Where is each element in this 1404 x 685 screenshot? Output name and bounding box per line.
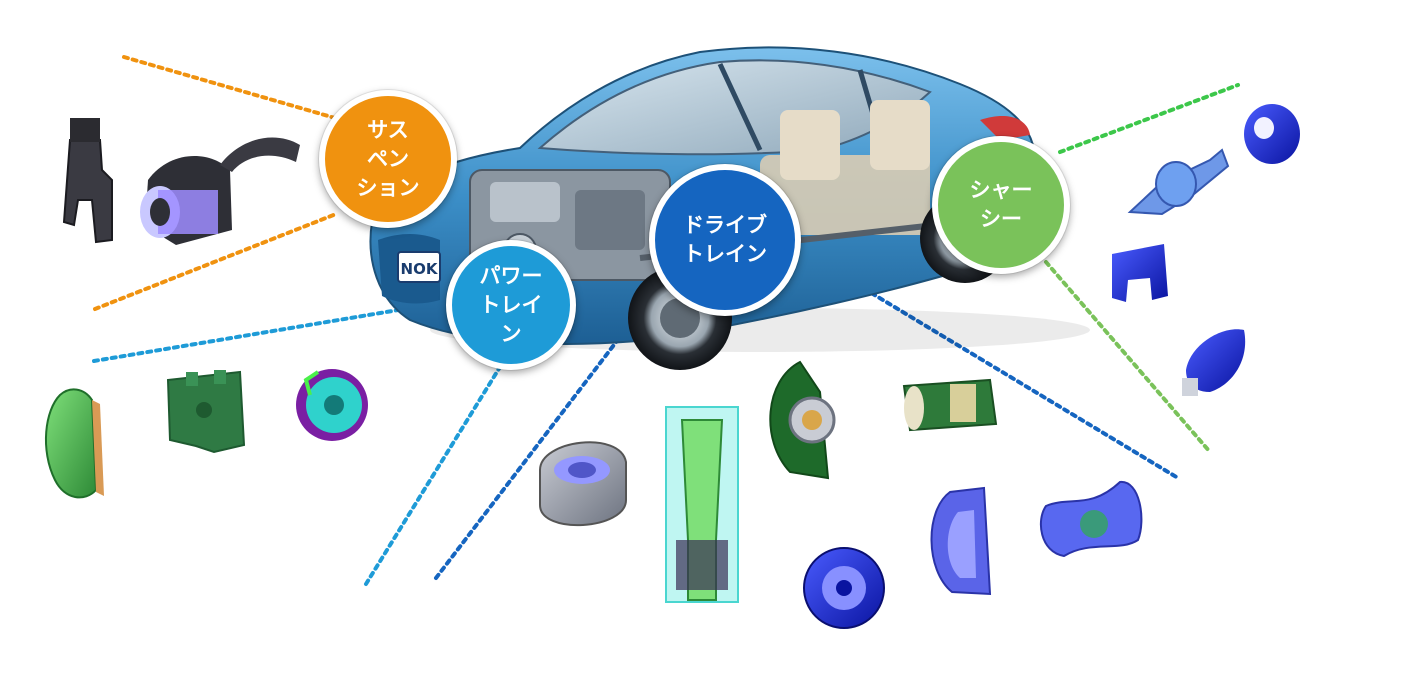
seal-part-icon [62,118,113,244]
bushing-part-icon [140,156,232,245]
bushing-part-icon [1112,244,1168,302]
mount-part-icon [769,360,836,480]
bushing-part-icon [665,406,739,603]
bushing-part-icon [166,370,246,454]
badge-suspension[interactable]: サス ペン ション [319,90,457,228]
nok-logo: NOK [397,251,441,283]
leader-powertrain-bottom [364,365,502,586]
leader-chassis-bottom [1044,260,1212,454]
bushing-part-icon [930,486,992,596]
chassis-parts [1112,104,1300,396]
bushing-part-icon [902,378,998,432]
mount-part-icon [1182,329,1246,396]
bushing-part-icon [1244,104,1300,164]
suspension-parts [62,118,300,245]
badge-chassis[interactable]: シャー シー [932,136,1070,274]
seal-part-icon [44,388,104,499]
powertrain-parts [44,369,368,499]
leader-lines [92,55,1240,586]
mount-part-icon [220,137,300,172]
mount-part-icon [1127,148,1230,216]
mount-part-icon [803,547,885,629]
leader-suspension-bottom [93,212,338,311]
drivetrain-parts [539,360,1143,629]
nok-logo-text: NOK [401,260,439,278]
leader-chassis-top [1058,83,1240,154]
mount-part-icon [1039,480,1143,558]
leader-suspension-top [122,55,337,120]
leader-drivetrain-left [434,314,638,580]
badge-drivetrain[interactable]: ドライブ トレイン [649,164,801,316]
leader-powertrain-left [92,301,442,363]
mount-part-icon [296,369,368,441]
badge-powertrain[interactable]: パワー トレイ ン [446,240,576,370]
seal-part-icon [539,441,627,527]
